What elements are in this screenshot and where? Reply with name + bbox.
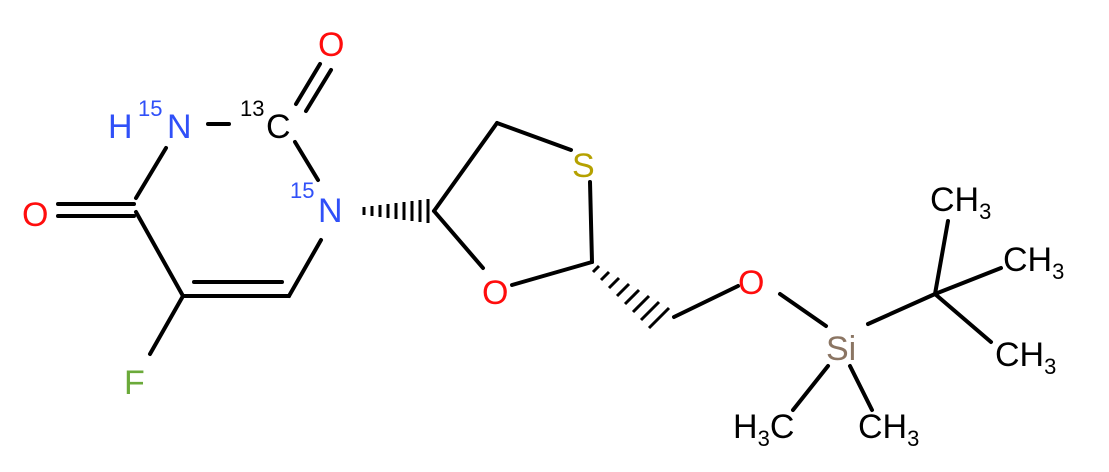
bond-o-ring-c2ring xyxy=(510,260,594,287)
bond-c5ring-s xyxy=(495,121,573,152)
bond-ch2-o-ether xyxy=(672,284,740,319)
bond-tbu-ch3-c xyxy=(933,292,993,344)
isotope-n3: 15 xyxy=(138,96,162,121)
methyl-b: CH3 xyxy=(1003,241,1064,284)
atom-o-left: O xyxy=(22,196,48,234)
methyl-a: CH3 xyxy=(930,181,991,224)
isotope-n1: 15 xyxy=(290,178,314,203)
bond-c1-o-ring xyxy=(432,209,485,270)
stereo-wedge-ch2 xyxy=(591,264,671,330)
bond-tbu-ch3-a xyxy=(933,219,950,296)
atom-o-ether: O xyxy=(738,264,764,302)
atom-o-top: O xyxy=(318,26,344,64)
bond-s-c2ring xyxy=(588,180,594,264)
bond-o-ether-si xyxy=(778,292,828,328)
bond-si-ch3-d xyxy=(791,364,830,412)
bond-c2-o-double-1 xyxy=(294,62,322,106)
atom-labels: O O H 15 N 13 C 15 N S O F O Si CH3 CH3 … xyxy=(22,26,1064,451)
atom-n1: N xyxy=(318,192,343,230)
atom-f: F xyxy=(124,364,145,402)
atom-si: Si xyxy=(826,330,856,368)
bond-c1-c5ring xyxy=(432,121,499,213)
bond-si-ch3-e xyxy=(848,364,874,412)
atom-o-ring: O xyxy=(482,274,508,312)
stereo-wedge-n1 xyxy=(362,199,430,223)
bond-c4-c5 xyxy=(134,210,185,298)
atom-n3: N xyxy=(167,108,192,146)
bond-tbu-ch3-b xyxy=(933,266,1003,296)
bond-c5-f xyxy=(148,294,185,356)
bond-c2-o-double-2 xyxy=(304,68,333,113)
atom-h-n3: H xyxy=(108,108,133,146)
bond-c2-n1 xyxy=(293,140,320,182)
methyl-d: H3C xyxy=(733,408,794,451)
bond-layer xyxy=(56,62,1003,412)
atom-c2: C xyxy=(266,108,291,146)
isotope-c2: 13 xyxy=(240,96,264,121)
methyl-e: CH3 xyxy=(858,408,919,451)
atom-s: S xyxy=(572,147,595,185)
methyl-c: CH3 xyxy=(995,336,1056,379)
bond-c6-n1 xyxy=(287,238,323,298)
bond-n3-c4 xyxy=(134,146,168,200)
bond-si-tbu xyxy=(866,292,937,326)
